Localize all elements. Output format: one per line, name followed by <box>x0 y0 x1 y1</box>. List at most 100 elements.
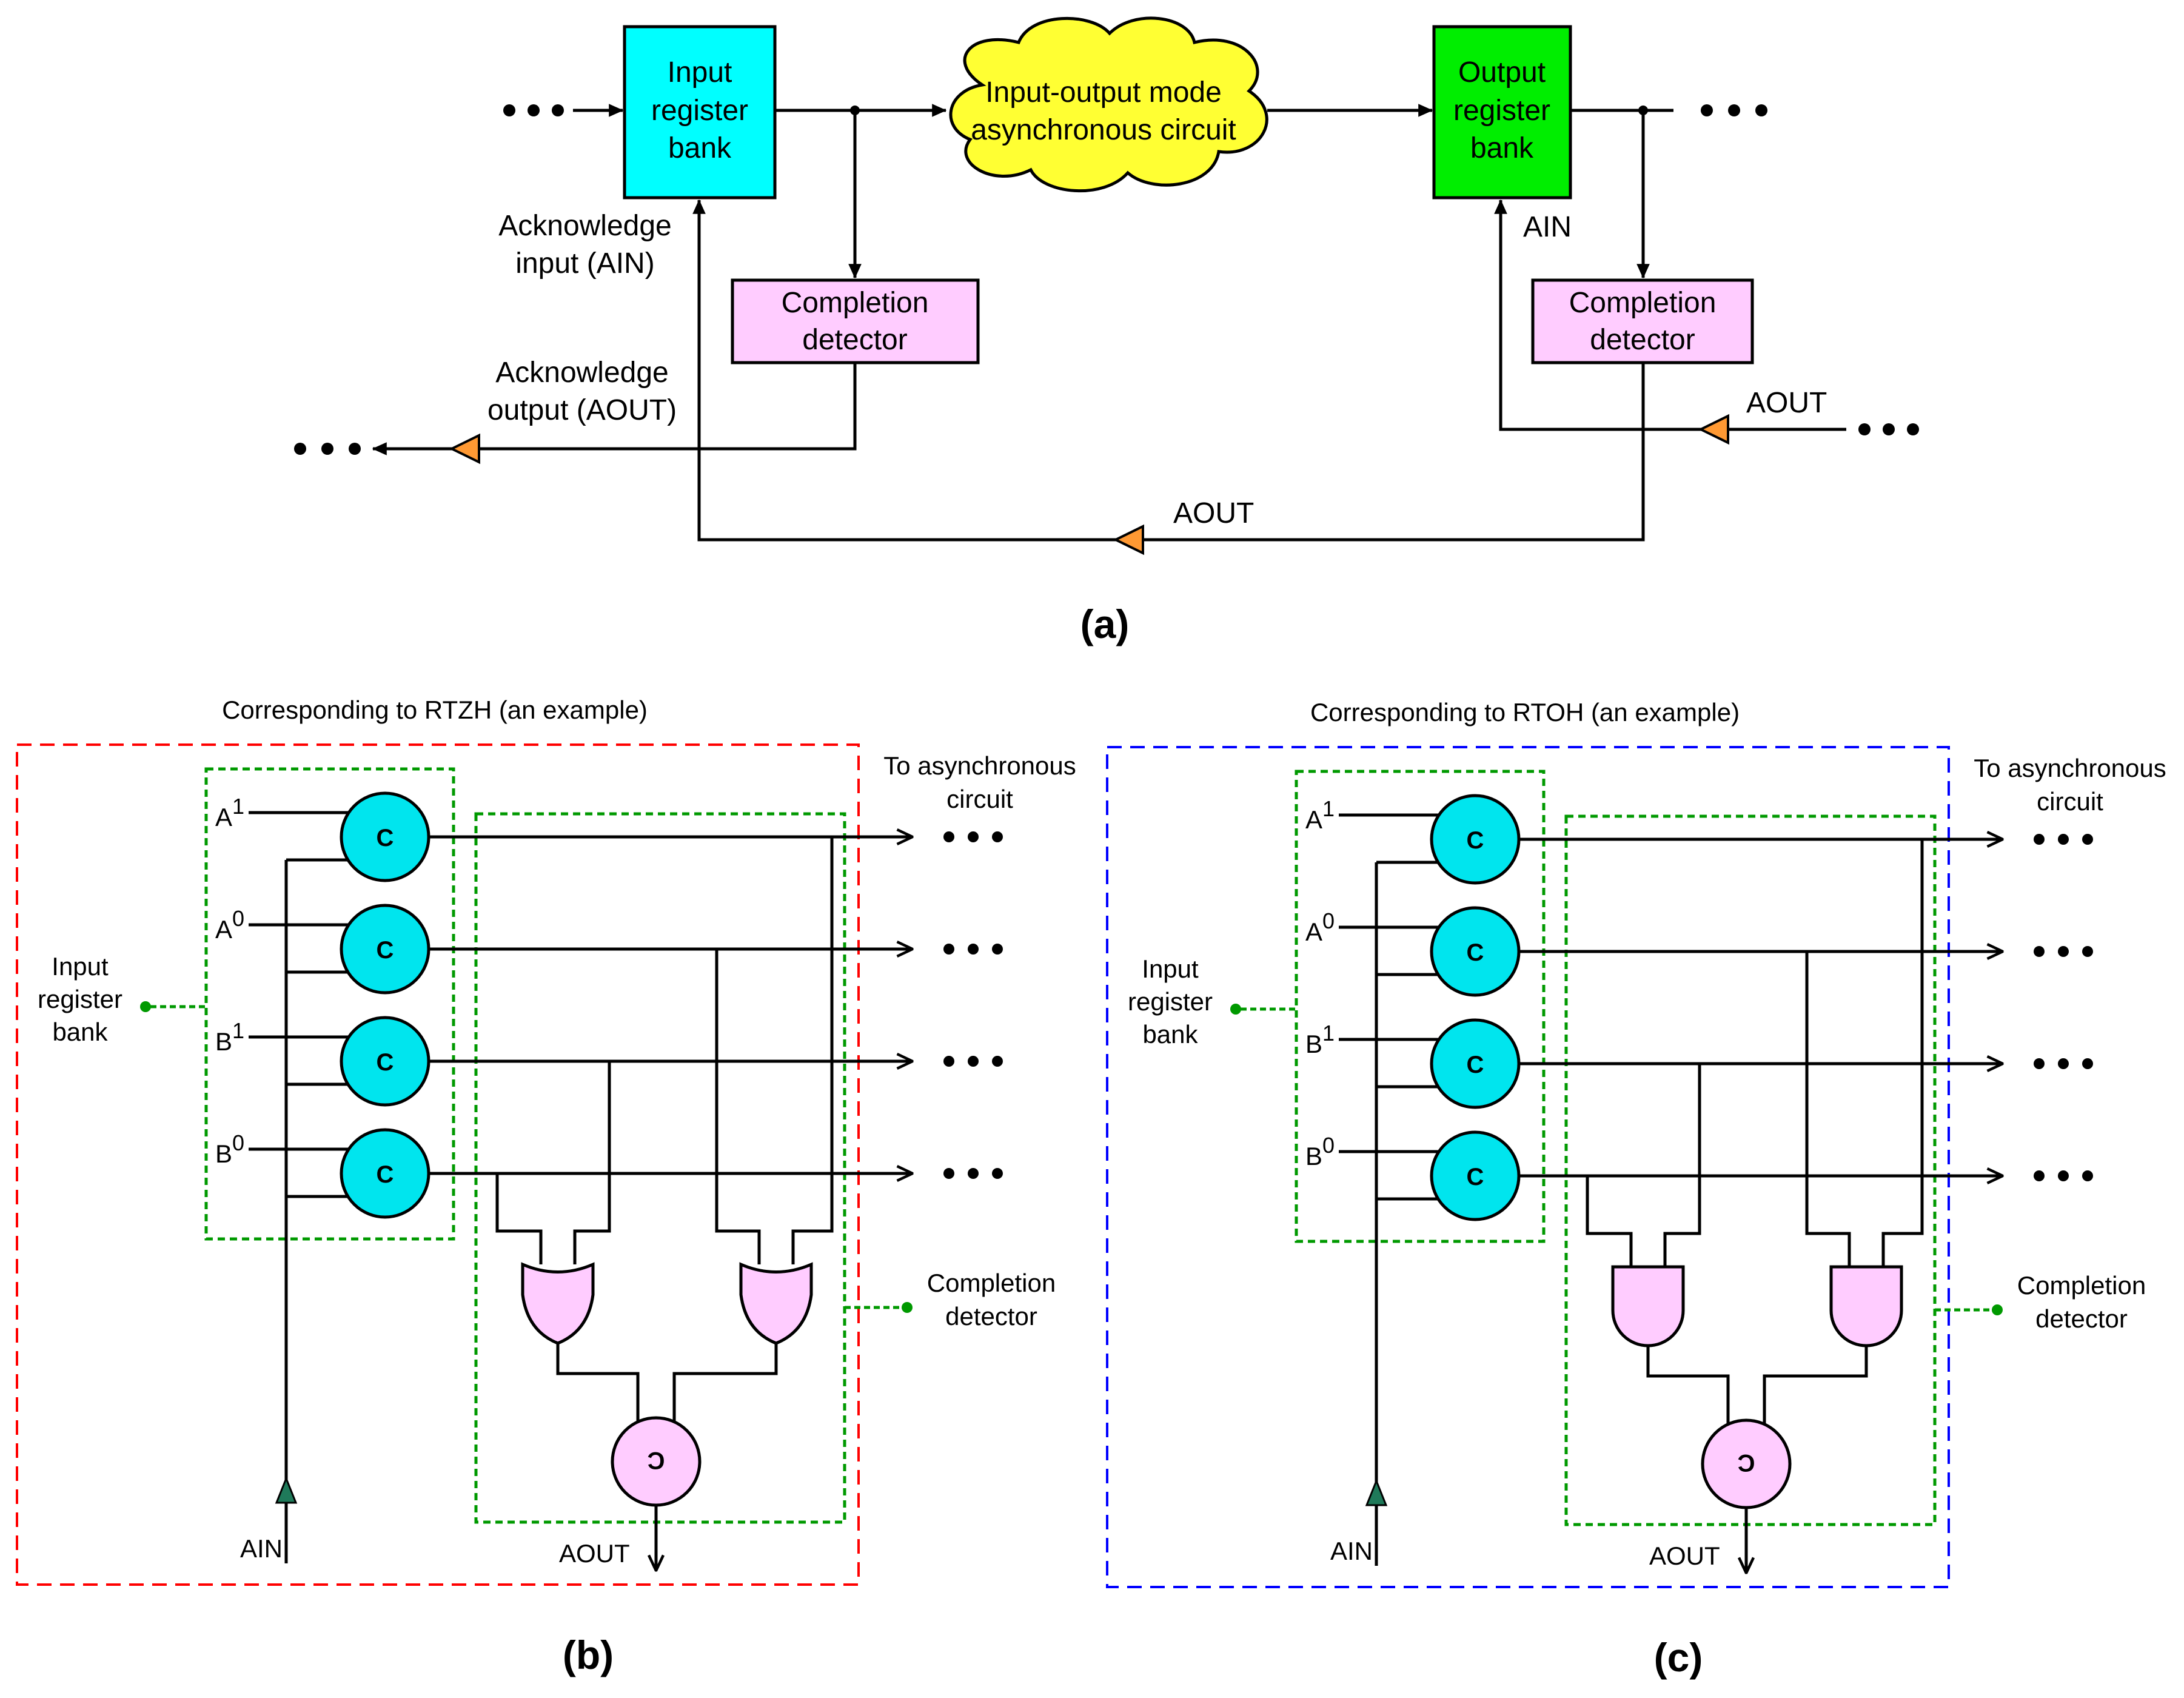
input-bank-label-3: bank <box>668 132 732 164</box>
continuation-dot <box>968 1168 979 1179</box>
ain-arrow-icon <box>1365 1478 1388 1506</box>
output-bank-label-2: register <box>1453 95 1550 127</box>
continuation-dot <box>2082 946 2093 957</box>
ack-output-label-2: output (AOUT) <box>487 394 677 426</box>
continuation-dot <box>2082 1058 2093 1069</box>
callout-dot <box>902 1302 913 1313</box>
completion-detector-a-left: Completion detector <box>731 278 980 364</box>
wire <box>715 1225 761 1264</box>
input-register-bank-box <box>204 767 455 1241</box>
continuation-dot <box>943 831 954 842</box>
input-bank-label-1: Input <box>668 56 732 89</box>
continuation-dot <box>2058 946 2069 957</box>
aout-bottom-label-a: AOUT <box>1173 497 1254 529</box>
buffer-triangle-aout-right <box>1698 414 1729 445</box>
wire <box>1881 1227 1924 1267</box>
completion-label-1: Completion <box>927 1269 1056 1297</box>
c-element-label: C <box>1467 939 1484 966</box>
callout-dot <box>1230 1004 1241 1015</box>
wire <box>1663 1227 1701 1267</box>
input-bank-label-3: bank <box>52 1018 108 1046</box>
continuation-dot <box>2034 834 2045 845</box>
and-gate <box>1611 1265 1685 1347</box>
panel-b-rtzh: Corresponding to RTZH (an example)Inputr… <box>16 696 1076 1677</box>
completion-detector-box <box>1564 814 1937 1526</box>
c-element-label: C <box>1738 1449 1755 1476</box>
completion-left-label-2: detector <box>802 324 907 356</box>
input-bank-label-1: Input <box>1142 955 1199 983</box>
ack-output-label-1: Acknowledge <box>495 357 669 389</box>
signal-label: B0 <box>1305 1133 1335 1170</box>
continuation-dot <box>968 944 979 955</box>
panel-title: Corresponding to RTOH (an example) <box>1310 698 1740 727</box>
c-element-label: C <box>377 1161 394 1188</box>
callout-dot <box>140 1001 151 1012</box>
aout-label: AOUT <box>1649 1542 1720 1570</box>
to-async-label-2: circuit <box>2037 787 2103 816</box>
c-element-label: C <box>1467 1052 1484 1078</box>
panel-title: Corresponding to RTZH (an example) <box>222 696 648 724</box>
panel-c-rtoh: Corresponding to RTOH (an example)Inputr… <box>1106 698 2166 1680</box>
continuation-dot <box>2082 834 2093 845</box>
continuation-dot <box>2058 1170 2069 1181</box>
input-bank-label-3: bank <box>1142 1020 1198 1049</box>
continuation-dot <box>943 1056 954 1067</box>
signal-label: B1 <box>215 1018 244 1056</box>
wire <box>1763 1346 1868 1425</box>
completion-detector-a-right: Completion detector <box>1531 278 1754 364</box>
wire <box>495 1225 543 1264</box>
continuation-dot <box>943 944 954 955</box>
buffer-triangle-aout-left <box>449 433 480 465</box>
continuation-dot <box>2058 834 2069 845</box>
signal-label: B0 <box>215 1130 244 1168</box>
example-frame <box>1106 746 1950 1588</box>
c-element-label: C <box>377 825 394 851</box>
c-element-label: C <box>648 1447 665 1474</box>
panel-caption: (b) <box>563 1633 614 1677</box>
ack-input-label-2: input (AIN) <box>515 247 654 280</box>
input-bank-label-2: register <box>651 95 748 127</box>
signal-label: A0 <box>1305 908 1335 946</box>
wire <box>1586 1227 1633 1267</box>
continuation-dot <box>2034 1058 2045 1069</box>
c-element-label: C <box>377 937 394 964</box>
output-bank-label-3: bank <box>1470 132 1534 164</box>
panel-a-wires <box>372 104 1846 542</box>
ain-label: AIN <box>1330 1537 1373 1565</box>
signal-label: B1 <box>1305 1021 1335 1058</box>
panel-a-block-diagram: Input register bank Input-output mode as… <box>294 16 1919 646</box>
completion-label-2: detector <box>2035 1304 2128 1333</box>
continuation-dot <box>943 1168 954 1179</box>
ack-input-label-1: Acknowledge <box>498 210 672 242</box>
to-async-label-1: To asynchronous <box>883 751 1076 780</box>
aout-label: AOUT <box>559 1539 630 1568</box>
cloud-label-2: asynchronous circuit <box>971 114 1236 146</box>
continuation-dot <box>968 831 979 842</box>
ain-label-a: AIN <box>1523 211 1572 243</box>
example-frame <box>16 743 860 1586</box>
continuation-dots-a <box>294 104 1919 455</box>
signal-label: A1 <box>215 794 244 831</box>
continuation-dot <box>992 831 1003 842</box>
input-register-bank-a: Input register bank <box>623 25 777 200</box>
or-gate <box>521 1262 595 1345</box>
signal-label: A0 <box>215 906 244 944</box>
continuation-dot <box>2082 1170 2093 1181</box>
continuation-dot <box>992 944 1003 955</box>
to-async-label-2: circuit <box>946 785 1013 813</box>
wire <box>556 1343 640 1423</box>
to-async-label-1: To asynchronous <box>1974 754 2166 782</box>
completion-right-label-2: detector <box>1590 324 1695 356</box>
cloud-label-1: Input-output mode <box>985 76 1222 109</box>
wire <box>791 1225 834 1264</box>
caption-a: (a) <box>1080 602 1130 646</box>
completion-label-1: Completion <box>2017 1271 2146 1300</box>
callout-dot <box>1992 1304 2003 1315</box>
continuation-dot <box>2034 946 2045 957</box>
aout-right-label-a: AOUT <box>1746 387 1827 419</box>
or-gate <box>739 1262 813 1345</box>
input-bank-label-2: register <box>38 985 122 1013</box>
input-register-bank-box <box>1295 770 1546 1243</box>
c-element-label: C <box>1467 1164 1484 1190</box>
